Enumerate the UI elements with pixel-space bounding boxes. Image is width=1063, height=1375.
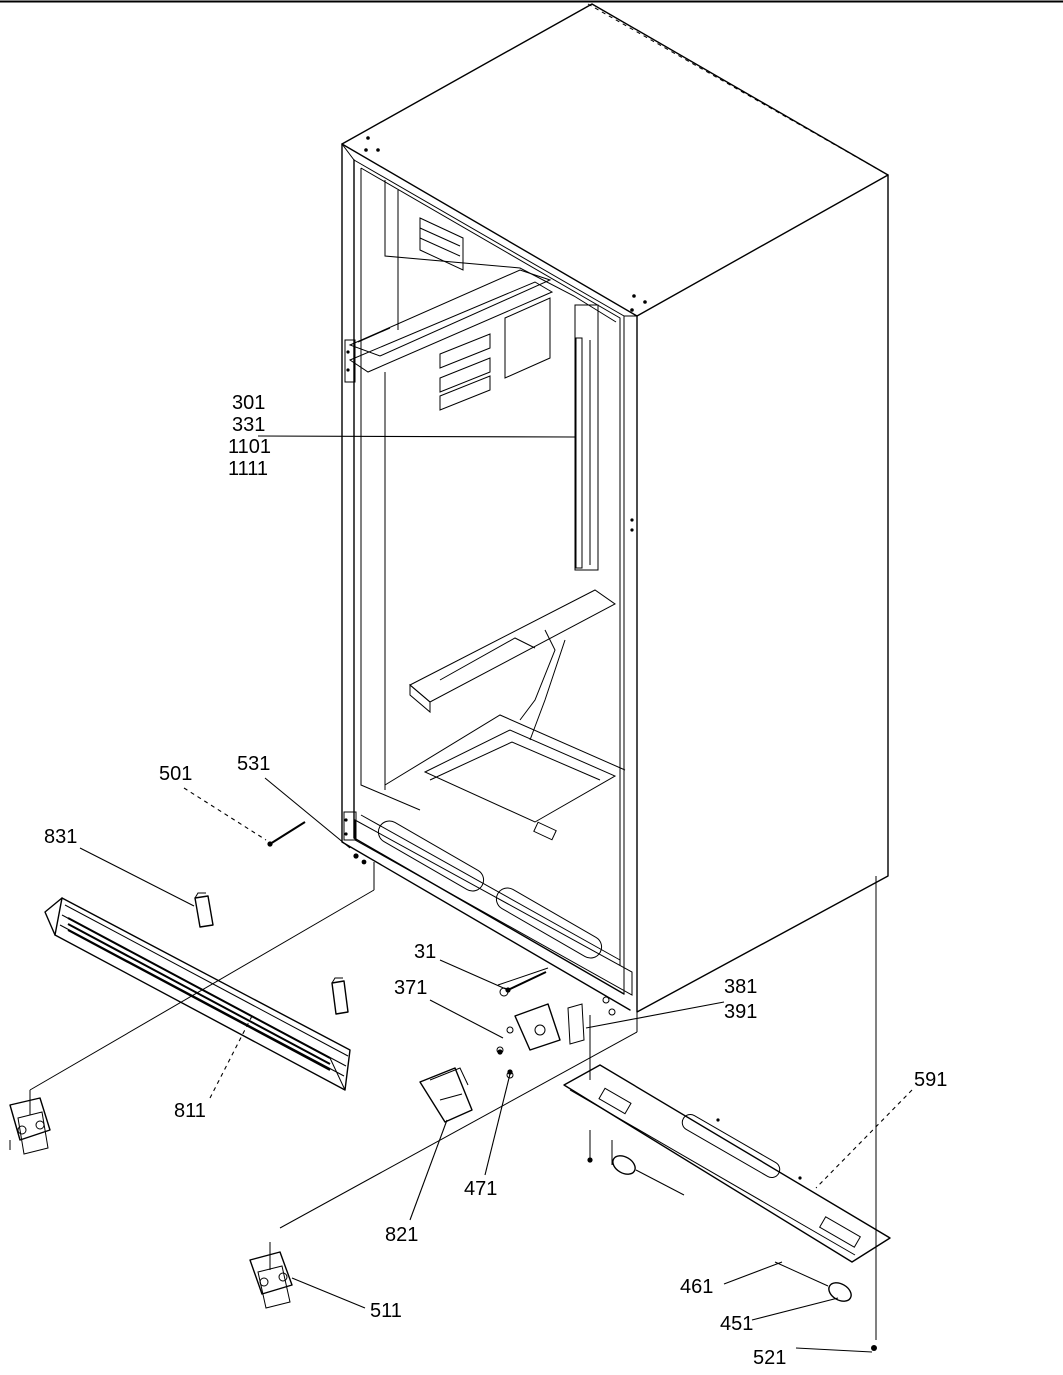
screws xyxy=(267,821,877,1351)
callout-301: 301 xyxy=(232,392,265,414)
bottom-hinge-cover xyxy=(419,1067,473,1123)
callout-461: 461 xyxy=(680,1276,713,1298)
callout-1111: 1111 xyxy=(228,458,268,480)
callout-381: 381 xyxy=(724,976,757,998)
callout-471: 471 xyxy=(464,1178,497,1200)
front-roller-assembly xyxy=(589,1130,852,1302)
callout-591: 591 xyxy=(914,1069,947,1091)
callout-391: 391 xyxy=(724,1001,757,1023)
callout-labels: 301 331 1101 1111 501 531 831 811 31 371… xyxy=(44,392,947,1369)
refrigerator-cabinet xyxy=(341,3,889,1013)
callout-331: 331 xyxy=(232,414,265,436)
callout-501: 501 xyxy=(159,763,192,785)
leveler-roller-assembly-511 xyxy=(249,1242,293,1309)
callout-371: 371 xyxy=(394,977,427,999)
leveler-roller-assembly-left xyxy=(9,1090,51,1155)
kickplate-clip-left xyxy=(194,892,214,928)
bottom-hinge-bracket xyxy=(496,967,616,1079)
kickplate-grille xyxy=(44,897,351,1091)
callout-811: 811 xyxy=(174,1100,206,1122)
base-plate-rail xyxy=(563,1064,891,1263)
callout-521: 521 xyxy=(753,1347,786,1369)
callout-31: 31 xyxy=(414,941,436,963)
leader-lines xyxy=(79,435,913,1353)
kickplate-clip-right xyxy=(331,977,349,1015)
callout-531: 531 xyxy=(237,753,270,775)
callout-821: 821 xyxy=(385,1224,418,1246)
projection-lines xyxy=(29,862,877,1340)
callout-511: 511 xyxy=(370,1300,402,1322)
callout-1101: 1101 xyxy=(228,436,271,458)
callout-451: 451 xyxy=(720,1313,753,1335)
callout-831: 831 xyxy=(44,826,77,848)
